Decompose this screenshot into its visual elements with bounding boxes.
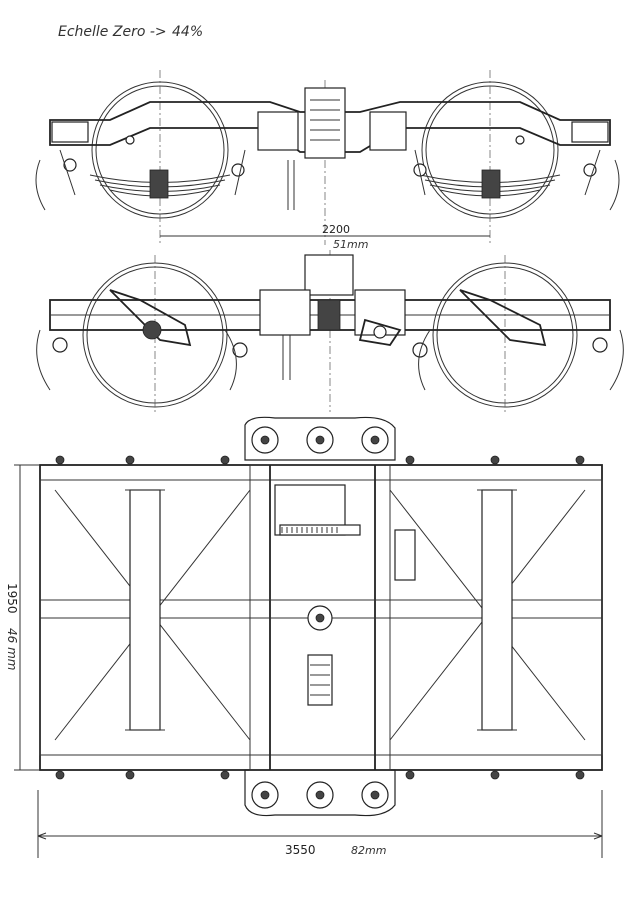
length-mm-label: 82mm — [351, 844, 386, 857]
bolt-row — [55, 455, 585, 780]
length-dimension: 3550 82mm — [37, 790, 603, 858]
plan-view: 1950 46 mm 3550 82mm — [5, 416, 603, 858]
bolster-bottom — [244, 769, 396, 817]
leaf-spring-right — [419, 169, 561, 199]
axle-left — [125, 489, 165, 731]
side-frame — [49, 101, 611, 153]
axle-right — [477, 489, 517, 731]
bolster-top — [244, 416, 396, 461]
width-mm-label: 46 mm — [5, 628, 19, 670]
width-dimension: 1950 46 mm — [5, 464, 40, 771]
brake-elevation-view — [36, 250, 624, 412]
width-dim-label: 1950 — [5, 583, 19, 614]
center-spring-stack — [257, 87, 407, 210]
wheelbase-mm-label: 51mm — [333, 238, 368, 251]
scale-value: 44% — [172, 24, 203, 40]
scale-note: Echelle Zero -> — [58, 24, 167, 40]
length-dim-label: 3550 — [285, 843, 316, 857]
leaf-spring-left — [89, 169, 231, 199]
brake-rigging-side — [35, 135, 620, 211]
wheelbase-dim-label: 2200 — [322, 223, 350, 236]
wheelbase-dimension: 2200 51mm — [160, 223, 490, 251]
brake-levers — [36, 289, 624, 391]
side-elevation-view: 2200 51mm — [35, 70, 620, 251]
